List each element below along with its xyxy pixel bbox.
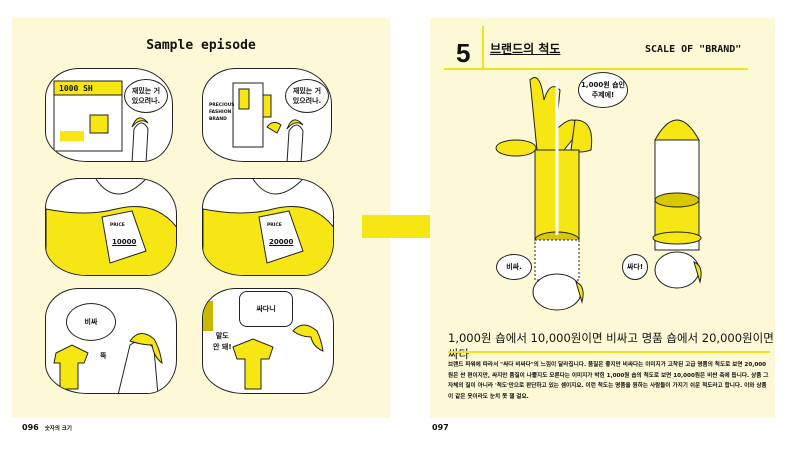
chapter-title-en: SCALE OF "BRAND"	[645, 44, 742, 55]
speech-bubble-right: 싸다!	[622, 254, 648, 280]
woman-with-shirt-illustration	[53, 333, 163, 393]
comic-panel-2: PRECIOUS FASHION BRAND 재밌는 거 있으려나.	[202, 68, 332, 162]
speech-bubble-top: 1,000원 숍인 주제에!	[578, 72, 628, 108]
thought-bubble: 싸다니	[239, 291, 293, 327]
exclamation-text: 말도 안 돼!	[213, 332, 232, 351]
header-rule	[444, 68, 748, 70]
left-folio: 096 숫자의 크기	[22, 423, 72, 432]
sound-effect: 뚝	[100, 352, 107, 360]
brand-sign: PRECIOUS FASHION BRAND	[209, 103, 235, 122]
right-page: 5 브랜드의 척도 SCALE OF "BRAND" 1,000원 숍인 주제에…	[430, 18, 775, 418]
comic-panel-1: 1000 SH 재밌는 거 있으려나.	[45, 68, 173, 162]
speech-bubble: 재밌는 거 있으려나.	[285, 79, 329, 113]
sample-title: Sample episode	[146, 38, 256, 53]
comic-panel-4: PRICE 20000	[202, 178, 334, 276]
tag-label: PRICE	[267, 223, 282, 228]
price-tag-illustration	[203, 179, 333, 275]
comic-panel-6: 싸다니 말도 안 돼!	[202, 288, 334, 394]
brand-store-illustration	[232, 82, 304, 161]
speech-bubble-left: 비싸.	[496, 254, 532, 280]
chapter-number: 5	[456, 38, 471, 68]
body-text: 브랜드 파워에 따라서 "싸다 비싸다"의 느낌이 달라집니다. 품질은 좋지만…	[448, 362, 769, 400]
headline: 1,000원 숍에서 10,000원이면 비싸고 명품 숍에서 20,000원이…	[448, 331, 774, 361]
page-number: 096	[22, 423, 39, 432]
woman-holding-shirt-illustration	[203, 301, 324, 390]
tag-price: 20000	[269, 238, 294, 246]
divider	[482, 26, 484, 70]
shop-illustration	[53, 80, 149, 161]
scale-tubes-illustration	[495, 77, 702, 311]
speech-bubble: 비싸	[66, 303, 116, 341]
tag-label: PRICE	[110, 223, 125, 228]
section-name: 숫자의 크기	[44, 426, 72, 432]
tag-price: 10000	[112, 238, 137, 246]
shop-sign: 1000 SH	[59, 84, 93, 93]
right-folio: 097	[432, 423, 449, 432]
speech-bubble: 재밌는 거 있으려나.	[124, 79, 168, 113]
comic-panel-5: 비싸 뚝	[45, 288, 177, 394]
price-tag-illustration	[46, 179, 176, 275]
chapter-title: 브랜드의 척도	[490, 42, 561, 56]
left-page: Sample episode 1000 SH 재밌는 거 있으려나. PRECI…	[12, 18, 390, 418]
comic-panel-3: PRICE 10000	[45, 178, 177, 276]
headline-rule	[448, 351, 770, 353]
